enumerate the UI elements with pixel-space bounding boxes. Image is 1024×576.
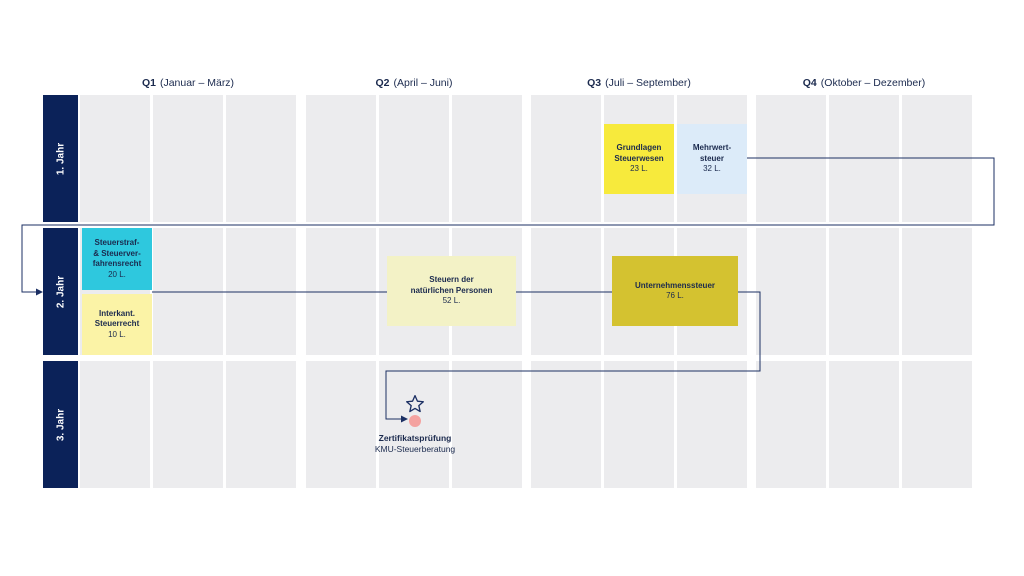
quarter-header-q3: Q3(Juli – September): [531, 77, 747, 89]
quarter-label: Q4: [802, 77, 817, 89]
month-cell: [379, 95, 449, 222]
month-cell: [677, 361, 747, 488]
course-steuerstrafrecht: Steuerstraf- & Steuerver- fahrensrecht 2…: [82, 228, 152, 290]
quarter-label: Q1: [141, 77, 156, 89]
course-lessons: 10 L.: [108, 329, 126, 339]
quarter-range: (Oktober – Dezember): [820, 77, 926, 89]
course-title: Unternehmenssteuer: [634, 280, 716, 290]
flow-arrowhead: [36, 288, 43, 296]
certificate-goal: Zertifikatsprüfung KMU-Steuerberatung: [352, 394, 478, 454]
month-cell: [306, 95, 376, 222]
month-cell: [756, 228, 826, 355]
course-title: Interkant. Steuerrecht: [94, 308, 140, 329]
course-unternehmenssteuer: Unternehmenssteuer 76 L.: [612, 256, 738, 326]
goal-title: Zertifikatsprüfung: [378, 433, 452, 443]
month-cell: [531, 361, 601, 488]
month-cell: [604, 361, 674, 488]
course-title: Mehrwert- steuer: [692, 143, 732, 163]
month-cell: [306, 361, 376, 488]
month-cell: [902, 361, 972, 488]
month-cell: [756, 361, 826, 488]
flow-line-year1-to-year2: [21, 157, 995, 293]
quarter-range: (Januar – März): [159, 77, 235, 89]
month-cell: [829, 361, 899, 488]
quarter-range: (April – Juni): [393, 77, 453, 89]
course-grundlagen-steuerwesen: Grundlagen Steuerwesen 23 L.: [604, 124, 674, 194]
month-cell: [452, 95, 522, 222]
month-cell: [226, 361, 296, 488]
month-cell: [531, 95, 601, 222]
quarter-header-q1: Q1(Januar – März): [80, 77, 296, 89]
course-title: Steuerstraf- & Steuerver- fahrensrecht: [92, 238, 142, 268]
month-cell: [80, 95, 150, 222]
quarter-header-q2: Q2(April – Juni): [306, 77, 522, 89]
course-interkantonales-steuerrecht: Interkant. Steuerrecht 10 L.: [82, 294, 152, 355]
course-lessons: 23 L.: [630, 164, 648, 174]
course-natuerliche-personen: Steuern der natürlichen Personen 52 L.: [387, 256, 516, 326]
star-icon: [406, 395, 424, 413]
course-lessons: 32 L.: [703, 164, 721, 174]
quarter-label: Q3: [587, 77, 602, 89]
course-title: Steuern der natürlichen Personen: [410, 275, 493, 295]
year-bar-1: 1. Jahr: [43, 95, 78, 222]
year-bar-3: 3. Jahr: [43, 361, 78, 488]
month-cell: [829, 228, 899, 355]
month-cell: [153, 95, 223, 222]
month-cell: [902, 228, 972, 355]
month-cell: [226, 95, 296, 222]
course-lessons: 20 L.: [108, 269, 126, 279]
month-cell: [153, 361, 223, 488]
quarter-label: Q2: [375, 77, 390, 89]
goal-subtitle: KMU-Steuerberatung: [374, 444, 456, 454]
goal-marker-dot: [409, 415, 421, 427]
year-bar-2: 2. Jahr: [43, 228, 78, 355]
month-cell: [80, 361, 150, 488]
course-title: Grundlagen Steuerwesen: [614, 143, 664, 163]
quarter-header-q4: Q4(Oktober – Dezember): [756, 77, 972, 89]
course-lessons: 52 L.: [442, 296, 461, 306]
quarter-range: (Juli – September): [605, 77, 691, 89]
month-cell: [452, 361, 522, 488]
course-mehrwertsteuer: Mehrwert- steuer 32 L.: [677, 124, 747, 194]
course-lessons: 76 L.: [666, 291, 684, 300]
flow-arrowhead: [401, 415, 408, 423]
